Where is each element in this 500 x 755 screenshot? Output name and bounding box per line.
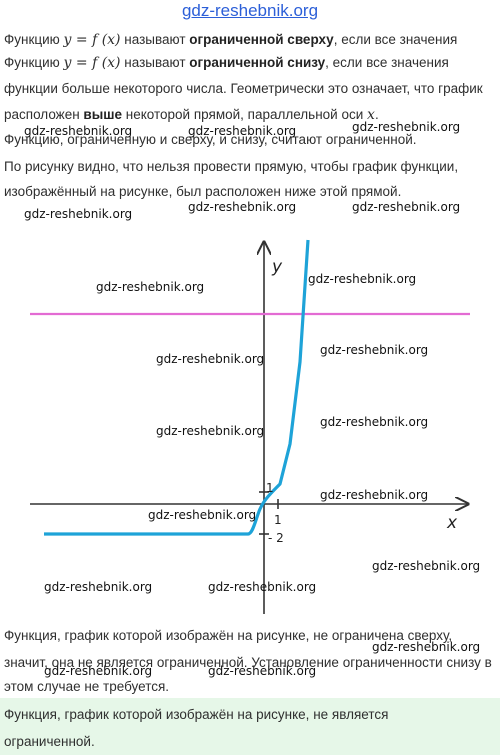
- answer-line-2: ограниченной.: [4, 734, 95, 749]
- text-line-5: Функцию, ограниченную и сверху, и снизу,…: [4, 132, 417, 147]
- watermark: gdz-reshebnik.org: [372, 640, 481, 654]
- watermark: gdz-reshebnik.org: [320, 415, 429, 429]
- text-line-3: функции больше некоторого числа. Геометр…: [4, 81, 483, 96]
- watermark: gdz-reshebnik.org: [208, 580, 317, 594]
- y-tick-label-one: 1: [266, 481, 274, 495]
- watermark: gdz-reshebnik.org: [308, 272, 417, 286]
- watermark: gdz-reshebnik.org: [188, 124, 297, 138]
- conclusion-line-1: Функция, график которой изображён на рис…: [4, 628, 453, 643]
- watermark: gdz-reshebnik.org: [156, 424, 265, 438]
- text-line-2: Функцию y = f (x) называют ограниченной …: [4, 55, 449, 71]
- text-line-1: Функцию y = f (x) называют ограниченной …: [4, 32, 458, 48]
- watermark: gdz-reshebnik.org: [188, 200, 297, 214]
- text-line-4: расположен выше некоторой прямой, паралл…: [4, 107, 379, 123]
- function-curve: [44, 239, 310, 536]
- watermark: gdz-reshebnik.org: [320, 343, 429, 357]
- math-formula: y = f (x): [63, 32, 121, 48]
- x-axis-label: x: [446, 513, 458, 533]
- watermark: gdz-reshebnik.org: [352, 200, 461, 214]
- conclusion-line-2: значит, она не является ограниченной. Ус…: [4, 655, 492, 670]
- watermark: gdz-reshebnik.org: [352, 120, 461, 134]
- watermark: gdz-reshebnik.org: [24, 207, 133, 221]
- conclusion-line-3: этом случае не требуется.: [4, 679, 170, 694]
- watermark: gdz-reshebnik.org: [320, 488, 429, 502]
- watermark: gdz-reshebnik.org: [156, 352, 265, 366]
- watermark: gdz-reshebnik.org: [96, 280, 205, 294]
- function-graph: y x 1 1 - 2: [30, 239, 470, 614]
- site-header-link[interactable]: gdz-reshebnik.org: [181, 1, 319, 20]
- answer-line-1: Функция, график которой изображён на рис…: [4, 707, 389, 722]
- watermark: gdz-reshebnik.org: [24, 124, 133, 138]
- watermark: gdz-reshebnik.org: [148, 508, 257, 522]
- watermark: gdz-reshebnik.org: [372, 559, 481, 573]
- watermark: gdz-reshebnik.org: [44, 580, 153, 594]
- x-tick-label-one: 1: [274, 513, 282, 527]
- watermark: gdz-reshebnik.org: [208, 664, 317, 678]
- y-axis-label: y: [271, 257, 283, 277]
- watermark: gdz-reshebnik.org: [44, 664, 153, 678]
- math-formula: y = f (x): [63, 55, 121, 71]
- text-line-7: изображённый на рисунке, был расположен …: [4, 184, 402, 199]
- answer-box: Функция, график которой изображён на рис…: [0, 698, 500, 755]
- y-tick-label-minus-two: - 2: [268, 531, 284, 545]
- text-line-6: По рисунку видно, что нельзя провести пр…: [4, 159, 459, 174]
